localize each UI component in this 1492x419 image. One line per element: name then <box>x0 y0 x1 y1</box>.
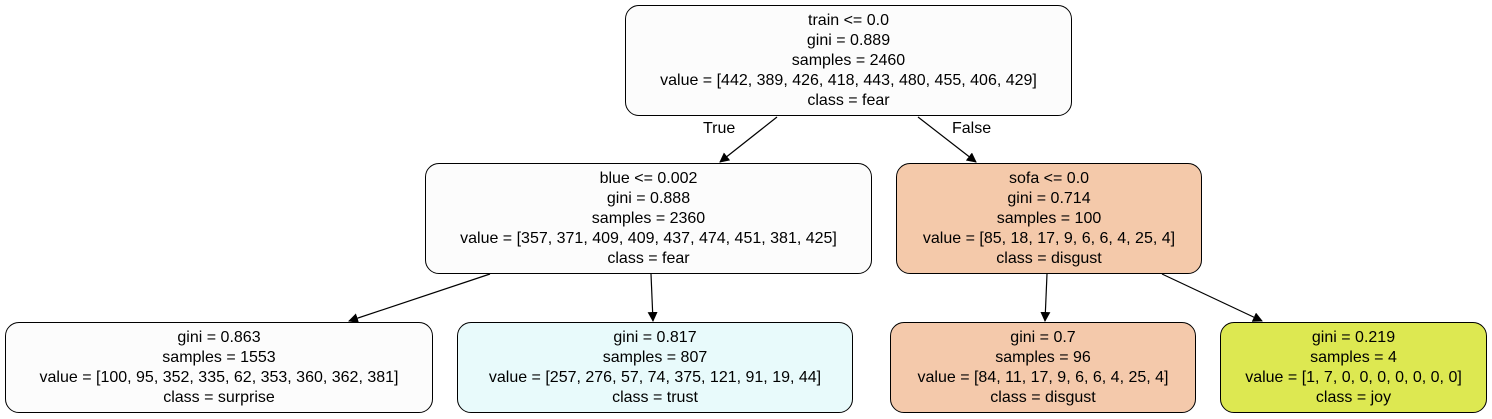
split-rule: train <= 0.0 <box>808 11 889 29</box>
edge-root-left <box>719 116 778 163</box>
tree-node-root: train <= 0.0 gini = 0.889 samples = 2460… <box>625 5 1072 116</box>
samples-count: samples = 807 <box>602 348 708 366</box>
tree-leaf-2: gini = 0.817 samples = 807 value = [257,… <box>457 322 853 413</box>
edge-right-leaf3 <box>1040 273 1051 322</box>
gini-value: gini = 0.714 <box>1007 189 1091 207</box>
class-label: class = surprise <box>163 388 275 406</box>
tree-leaf-4: gini = 0.219 samples = 4 value = [1, 7, … <box>1220 322 1487 413</box>
samples-count: samples = 4 <box>1310 348 1397 366</box>
samples-count: samples = 96 <box>995 348 1091 366</box>
value-array: value = [257, 276, 57, 74, 375, 121, 91,… <box>488 368 822 386</box>
edge-right-leaf4 <box>1161 273 1263 322</box>
gini-value: gini = 0.888 <box>606 189 691 207</box>
tree-node-right: sofa <= 0.0 gini = 0.714 samples = 100 v… <box>896 163 1202 274</box>
gini-value: gini = 0.7 <box>1010 328 1076 346</box>
edge-left-leaf2 <box>647 273 658 322</box>
tree-leaf-1: gini = 0.863 samples = 1553 value = [100… <box>5 322 433 413</box>
edge-left-leaf1 <box>348 273 491 323</box>
class-label: class = disgust <box>996 249 1102 267</box>
samples-count: samples = 2360 <box>591 209 706 227</box>
samples-count: samples = 2460 <box>791 51 906 69</box>
value-array: value = [85, 18, 17, 9, 6, 6, 4, 25, 4] <box>922 229 1176 247</box>
gini-value: gini = 0.889 <box>806 31 891 49</box>
class-label: class = fear <box>807 91 890 109</box>
tree-node-left: blue <= 0.002 gini = 0.888 samples = 236… <box>425 163 872 274</box>
samples-count: samples = 1553 <box>162 348 276 366</box>
class-label: class = disgust <box>990 388 1096 406</box>
value-array: value = [84, 11, 17, 9, 6, 6, 4, 25, 4] <box>917 368 1169 386</box>
value-array: value = [357, 371, 409, 409, 437, 474, 4… <box>460 229 837 247</box>
samples-count: samples = 100 <box>996 209 1102 227</box>
value-array: value = [442, 389, 426, 418, 443, 480, 4… <box>660 71 1037 89</box>
gini-value: gini = 0.219 <box>1311 328 1396 346</box>
tree-leaf-3: gini = 0.7 samples = 96 value = [84, 11,… <box>890 322 1196 413</box>
split-rule: sofa <= 0.0 <box>1008 169 1090 187</box>
edge-label-true: True <box>703 120 736 137</box>
gini-value: gini = 0.817 <box>613 328 697 346</box>
gini-value: gini = 0.863 <box>177 328 261 346</box>
edge-label-false: False <box>952 120 992 137</box>
value-array: value = [100, 95, 352, 335, 62, 353, 360… <box>39 368 399 386</box>
split-rule: blue <= 0.002 <box>599 169 698 187</box>
class-label: class = fear <box>607 249 690 267</box>
value-array: value = [1, 7, 0, 0, 0, 0, 0, 0, 0] <box>1245 368 1462 386</box>
class-label: class = trust <box>612 388 698 406</box>
class-label: class = joy <box>1315 388 1392 406</box>
edge-root-right <box>917 116 977 163</box>
